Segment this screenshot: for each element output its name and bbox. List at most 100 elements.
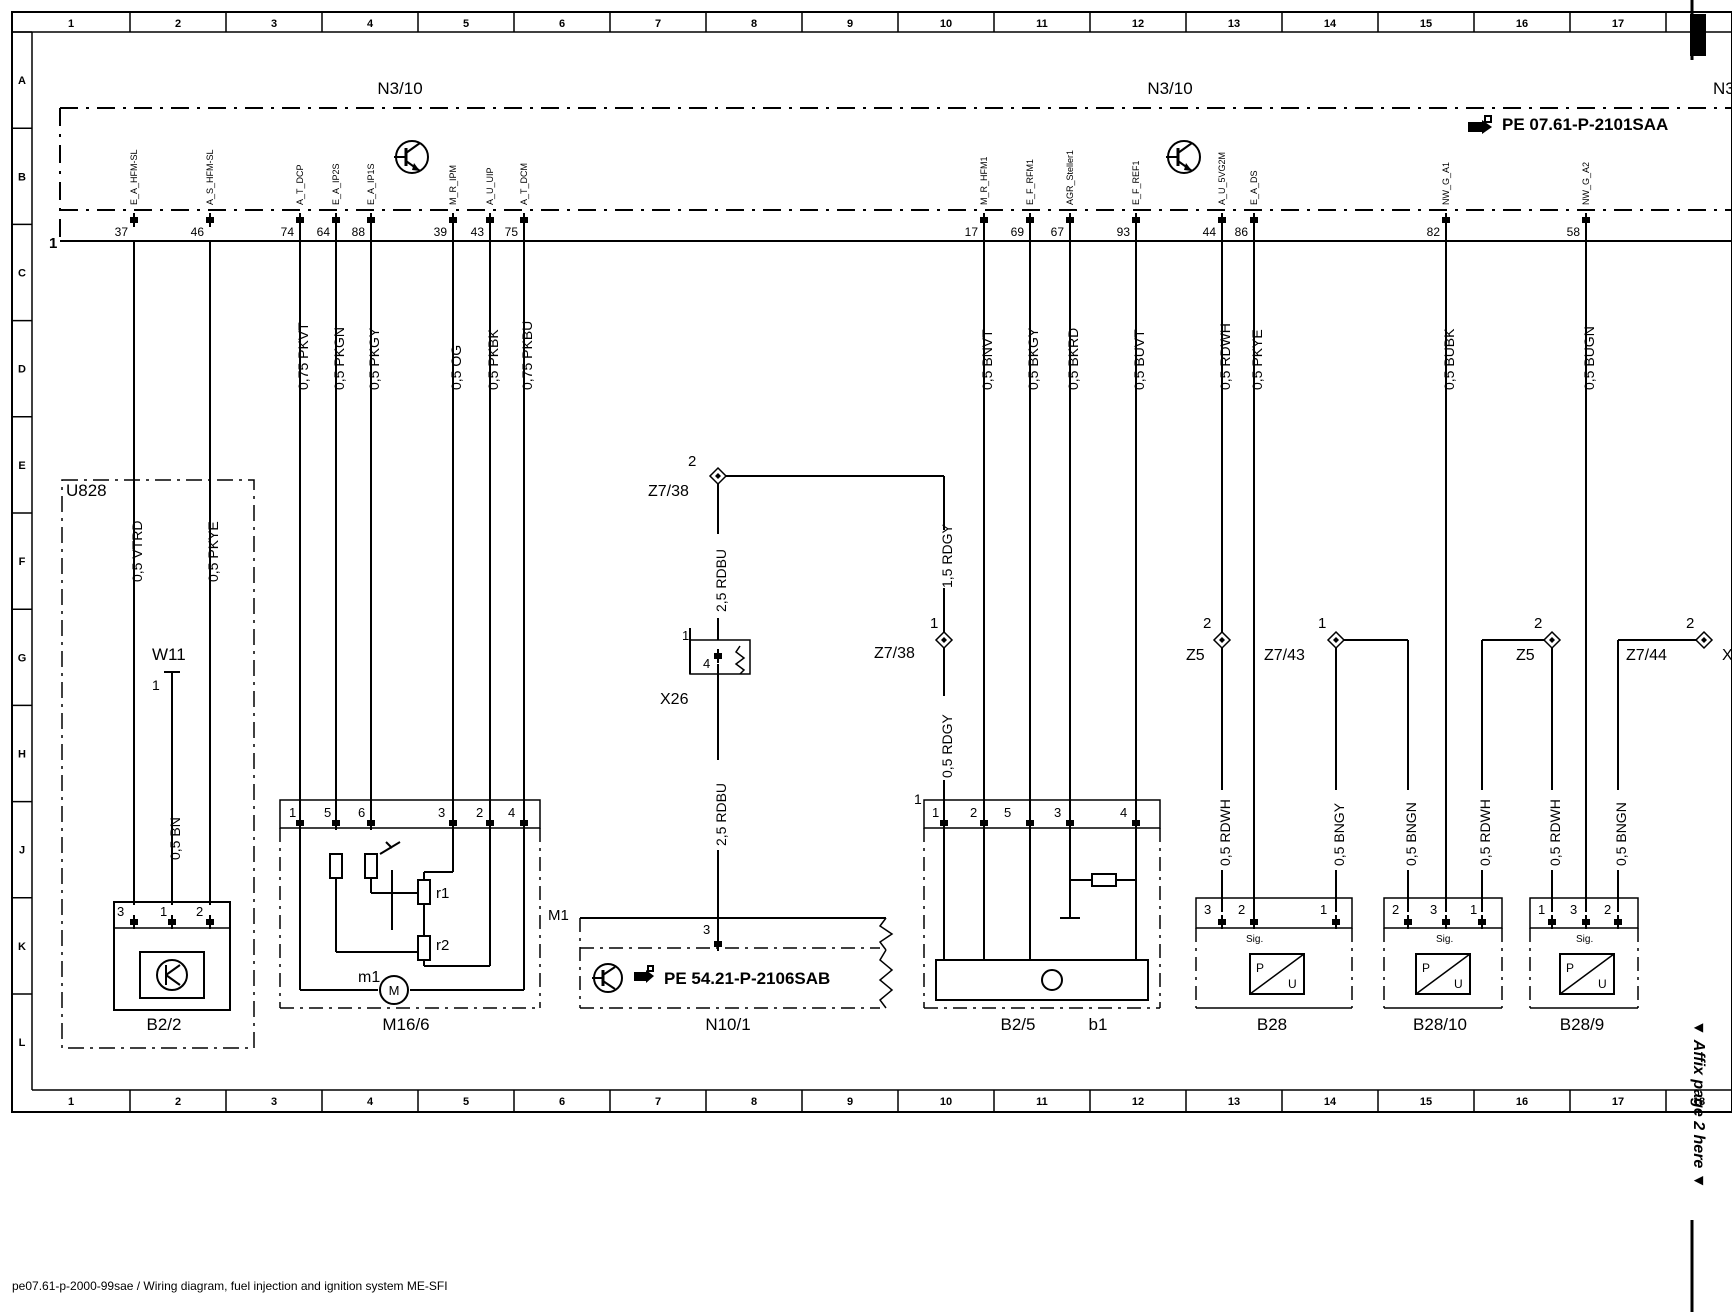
m16-6-pin: 2 (476, 805, 483, 820)
ground-distribution-z7-38: 2 Z7/38 2,5 RDBU (648, 453, 945, 640)
b28-10-pin: 2 (1392, 902, 1399, 917)
ecu-pin (448, 212, 458, 228)
column-number: 16 (1516, 1096, 1528, 1108)
wire-label-pkye: 0,5 PKYE (205, 521, 221, 582)
b28-10-pin: 3 (1430, 902, 1437, 917)
row-letter: H (18, 749, 26, 761)
column-number: 9 (847, 1096, 853, 1108)
wire-label-rdgy-upper: 1,5 RDGY (939, 524, 955, 588)
row-letter: G (18, 652, 27, 664)
splice-z5-a: 2 Z5 0,5 RDWH (1186, 615, 1233, 912)
column-number: 12 (1132, 18, 1144, 30)
column-number: 9 (847, 18, 853, 30)
x26-pin-outer: 1 (682, 628, 689, 643)
ecu-wire-label: 0,75 PKBU (519, 321, 535, 390)
ecu-wire-label: 0,5 OG (448, 345, 464, 390)
ecu-wire-label: 0,5 PKGY (366, 327, 382, 390)
b28-9-pin: 2 (1604, 902, 1611, 917)
z7-38-label: Z7/38 (648, 483, 689, 500)
column-number: 6 (559, 1096, 565, 1108)
row-letter: B (18, 171, 26, 183)
column-number: 15 (1420, 18, 1432, 30)
m16-6-ref: M1 (548, 907, 569, 924)
n10-1-label: N10/1 (705, 1015, 750, 1034)
z7-38b-pin: 1 (930, 615, 938, 632)
wire-label-b2810-bngn: 0,5 BNGN (1403, 802, 1419, 866)
ecu-signal-name: A_U_UIP (485, 167, 495, 205)
column-number: 12 (1132, 1096, 1144, 1108)
column-number: 14 (1324, 18, 1337, 30)
ecu-wire-label: 0,5 BKGY (1025, 327, 1041, 390)
row-letter: K (18, 941, 26, 953)
z7-43-pin: 1 (1318, 615, 1326, 632)
column-number: 10 (940, 18, 952, 30)
b28-label: B28 (1257, 1015, 1287, 1034)
x26-pin-inner: 4 (703, 656, 710, 671)
w11-label: W11 (152, 645, 186, 664)
ecu-signal-name: NW_G_A1 (1441, 162, 1451, 205)
b28-9-pin: 3 (1570, 902, 1577, 917)
page-edge-marker (1690, 0, 1706, 1312)
ecu-pin (519, 212, 529, 228)
ecu-pin-number: 93 (1117, 225, 1131, 239)
row-letter: C (18, 268, 26, 280)
row-letter: L (19, 1037, 26, 1049)
column-number: 4 (367, 18, 374, 30)
b2-5-pin: 2 (970, 805, 977, 820)
splice-z5-b: 2 Z5 0,5 RDWH 0,5 RDWH (1477, 615, 1563, 912)
b28-9-pin: 1 (1538, 902, 1545, 917)
ecu-n3-10: N3/10 N3/10 N3 PE 07.61-P-2101SAA 1 E_A_… (49, 79, 1732, 252)
b28-sig: Sig. (1246, 934, 1263, 945)
ecu-pin (331, 212, 341, 228)
column-number: 5 (463, 1096, 469, 1108)
column-number: 3 (271, 18, 277, 30)
b28-u: U (1288, 977, 1297, 991)
ecu-pin (979, 212, 989, 228)
wire-label-vtrd: 0,5 VTRD (129, 521, 145, 582)
ecu-wire-label: 0,5 BUGN (1581, 326, 1597, 390)
ecu-wire-label: 0,5 PKBK (485, 329, 501, 390)
ecu-wire-label: 0,5 RDWH (1217, 323, 1233, 390)
ecu-pin-number: 43 (471, 225, 485, 239)
ecu-pin-number: 64 (317, 225, 331, 239)
ecu-pin (1065, 212, 1075, 228)
column-number: 15 (1420, 1096, 1432, 1108)
b28-9-p: P (1566, 961, 1574, 975)
n10-1-reference: PE 54.21-P-2106SAB (664, 969, 830, 988)
ecu-signal-name: A_T_DCP (295, 164, 305, 205)
z5b-pin: 2 (1534, 615, 1542, 632)
m1-motor-symbol: M (389, 983, 400, 998)
b2-2-pin: 2 (196, 904, 203, 919)
ecu-signal-name: E_F_REF1 (1131, 160, 1141, 205)
column-number: 13 (1228, 18, 1240, 30)
ecu-signal-name: A_S_HFM-SL (205, 149, 215, 205)
ecu-signal-name: NW_G_A2 (1581, 162, 1591, 205)
ecu-connector-number: 1 (49, 235, 57, 252)
ecu-pin-number: 86 (1235, 225, 1249, 239)
ecu-pin (485, 212, 495, 228)
b28-9-u: U (1598, 977, 1607, 991)
m16-6-label: M16/6 (382, 1015, 429, 1034)
b2-2-label: B2/2 (147, 1015, 182, 1034)
ecu-signal-name: AGR_Steller1 (1065, 150, 1075, 205)
ecu-pin-number: 44 (1203, 225, 1217, 239)
x26-label: X26 (660, 691, 689, 708)
ecu-pin-number: 46 (191, 225, 205, 239)
ecu-pin-number: 67 (1051, 225, 1065, 239)
ecu-pin-list: E_A_HFM-SL37A_S_HFM-SL46A_T_DCP74E_A_IP2… (115, 149, 1591, 239)
row-letter: D (18, 364, 26, 376)
b28-9-label: B28/9 (1560, 1015, 1604, 1034)
wire-label-b2810-rdwh: 0,5 RDWH (1477, 799, 1493, 866)
b2-5-pin: 1 (932, 805, 939, 820)
ecu-label-2: N3/10 (1147, 79, 1192, 98)
ecu-wire-label: 0,5 BUVT (1131, 329, 1147, 390)
ecu-signal-name: A_U_5VG2M (1217, 152, 1227, 205)
column-number: 11 (1036, 18, 1048, 30)
column-number: 3 (271, 1096, 277, 1108)
column-number: 17 (1612, 18, 1624, 30)
reference-icon (634, 965, 654, 983)
b2-5-pin: 4 (1120, 805, 1127, 820)
